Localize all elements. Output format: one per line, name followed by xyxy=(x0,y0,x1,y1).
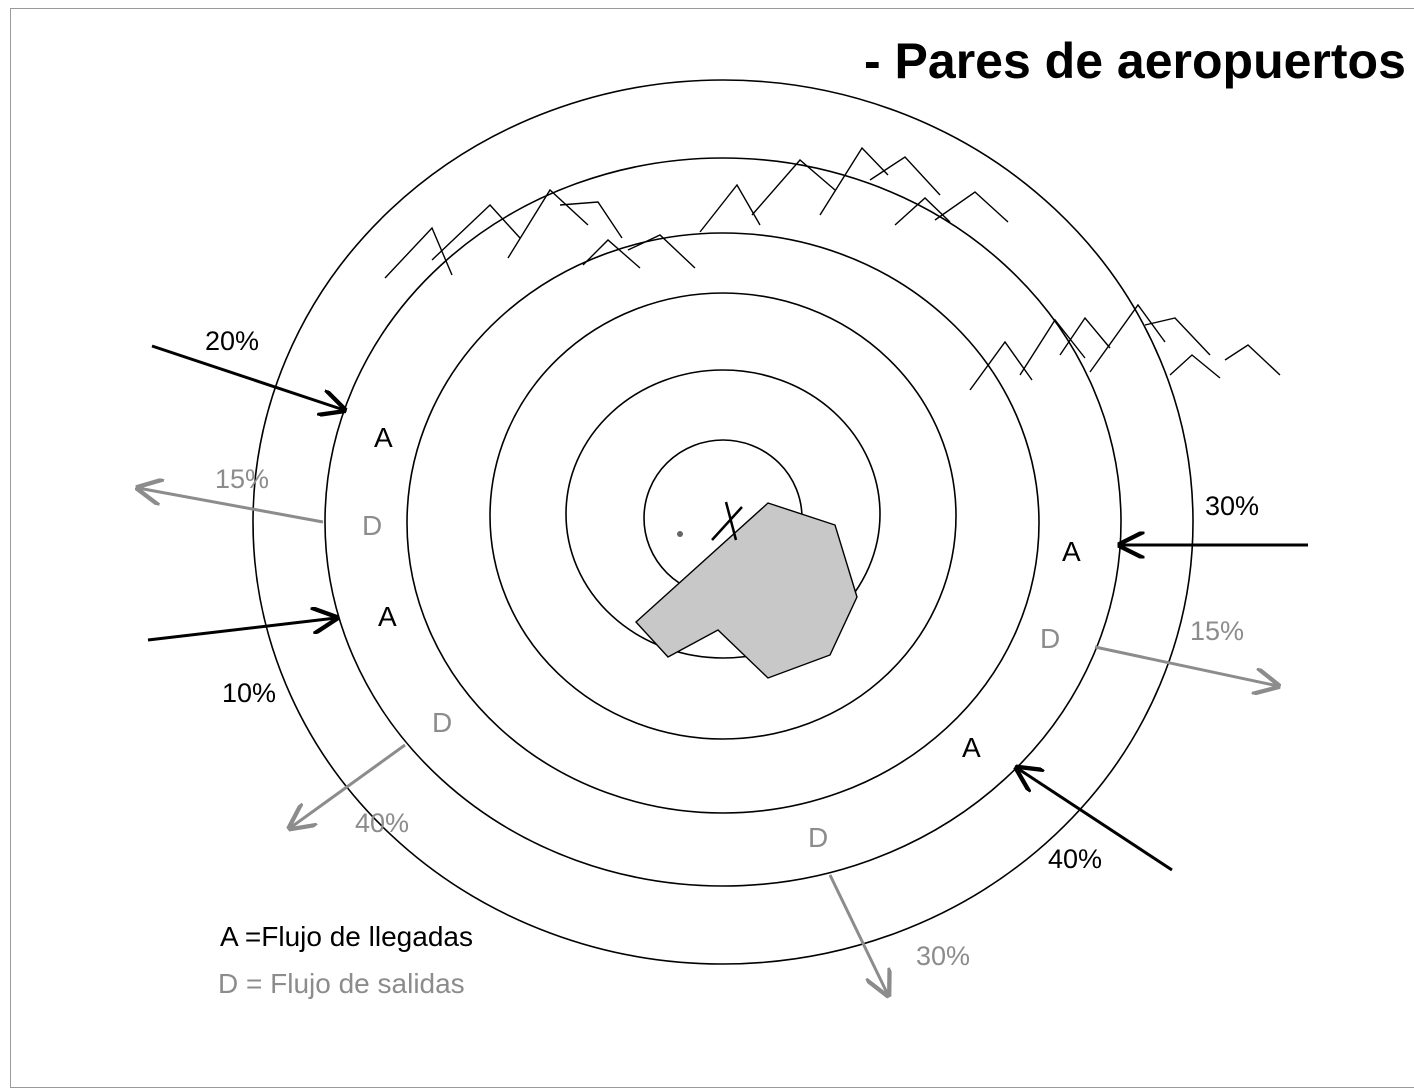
arrival-percent-e: 30% xyxy=(1205,491,1259,521)
departure-arrow-s xyxy=(828,874,888,995)
navaid-dot xyxy=(677,531,683,537)
mountains-icon xyxy=(384,146,1281,391)
ring-3 xyxy=(489,292,957,740)
arrival-percent-w: 10% xyxy=(222,678,276,708)
arrival-arrows xyxy=(147,344,1308,872)
arrival-arrow-se xyxy=(1017,768,1173,872)
legend: A =Flujo de llegadas D = Flujo de salida… xyxy=(218,921,473,999)
departure-letter-e: D xyxy=(1040,623,1060,654)
departure-percent-w: 15% xyxy=(215,464,269,494)
arrival-arrow-nw xyxy=(151,344,344,410)
departure-letter-s: D xyxy=(808,822,828,853)
departure-letter-w: D xyxy=(362,510,382,541)
departure-percent-s: 30% xyxy=(916,941,970,971)
page-title: - Pares de aeropuertos xyxy=(864,33,1406,89)
airport-area-icon xyxy=(635,502,858,679)
ring-4 xyxy=(406,232,1040,814)
departure-arrow-w xyxy=(138,488,324,524)
arrival-letter-e: A xyxy=(1062,536,1081,567)
ring-5 xyxy=(324,157,1122,887)
ring-6 xyxy=(252,79,1194,965)
departure-percent-sw: 40% xyxy=(355,808,409,838)
departure-arrow-sw xyxy=(290,743,406,828)
departure-arrow-e xyxy=(1094,645,1278,686)
arrival-arrow-w xyxy=(147,618,336,642)
runway-icon xyxy=(711,501,743,541)
ring-2 xyxy=(565,369,881,659)
arrival-letter-w: A xyxy=(378,601,397,632)
arrival-letter-nw: A xyxy=(374,422,393,453)
departure-percent-e: 15% xyxy=(1190,616,1244,646)
departure-arrows xyxy=(138,488,1278,995)
departure-letter-sw: D xyxy=(432,707,452,738)
arrival-percent-nw: 20% xyxy=(205,326,259,356)
legend-departures: D = Flujo de salidas xyxy=(218,968,465,999)
arrival-letter-se: A xyxy=(962,732,981,763)
arrival-percent-se: 40% xyxy=(1048,844,1102,874)
legend-arrivals: A =Flujo de llegadas xyxy=(220,921,473,952)
